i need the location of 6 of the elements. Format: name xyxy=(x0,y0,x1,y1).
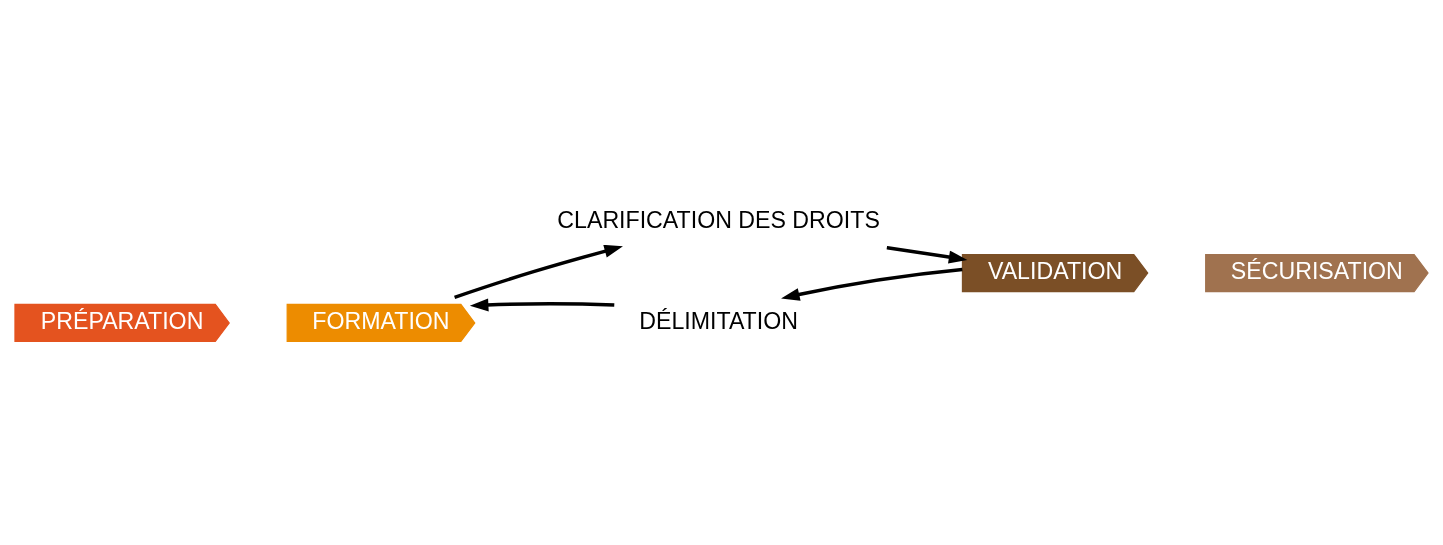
arrow xyxy=(454,244,623,299)
arrow xyxy=(469,298,615,312)
node-text: DÉLIMITATION xyxy=(639,307,798,334)
arrow xyxy=(781,267,963,301)
node-text: CLARIFICATION DES DROITS xyxy=(557,206,880,233)
arrow xyxy=(886,245,968,264)
